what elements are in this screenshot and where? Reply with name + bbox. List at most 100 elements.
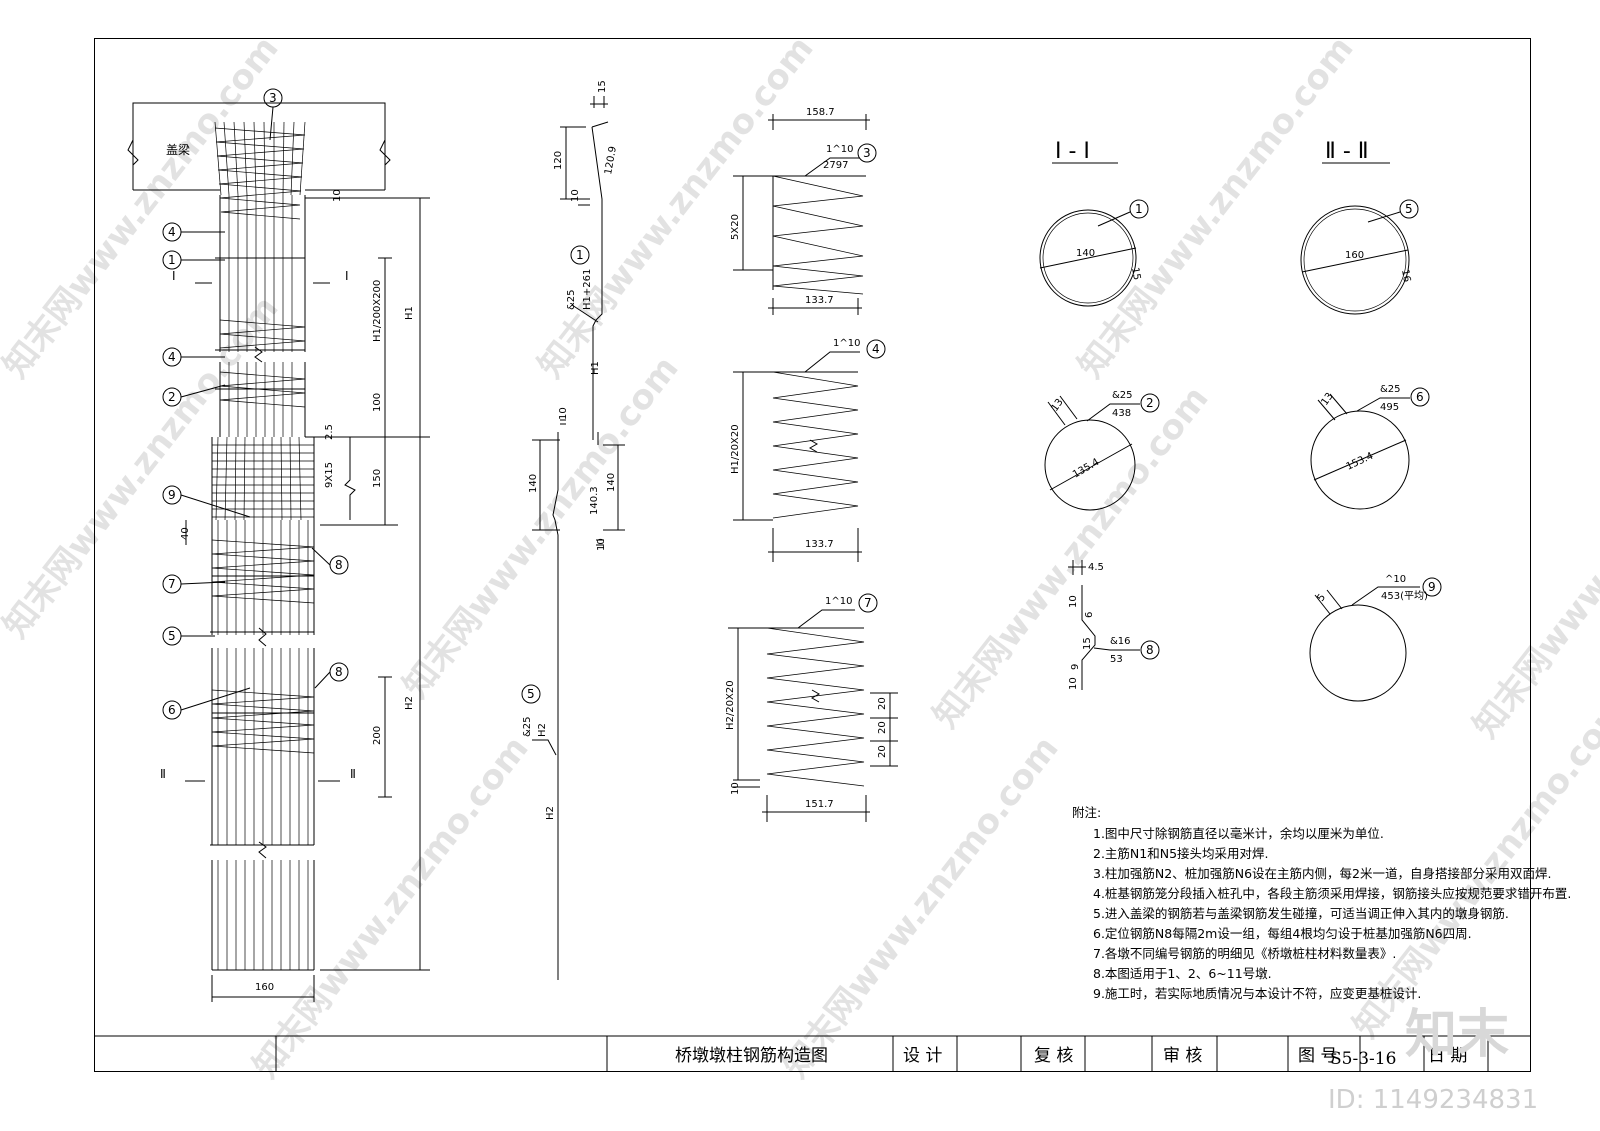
watermark-text: 知末网www.znzmo.com [1071, 29, 1362, 386]
n3-callout [857, 143, 877, 163]
svg-text:2: 2 [168, 390, 176, 404]
n8-d4-5: 4.5 [1088, 562, 1104, 573]
sec2-gap: 16 [1399, 269, 1412, 283]
note-7: 7.各墩不同编号钢筋的明细见《桥墩桩柱材料数量表》. [1093, 946, 1396, 961]
notes-block: 附注: 1.图中尺寸除钢筋直径以毫米计，余均以厘米为单位. 2.主筋N1和N5接… [1072, 805, 1571, 1001]
n5-d140-3: 140.3 [589, 486, 600, 515]
n2-spec: &25 [1112, 390, 1133, 401]
svg-text:4: 4 [168, 350, 176, 364]
n7-d20c: 20 [877, 745, 888, 758]
svg-text:知末: 知末 [1405, 1005, 1509, 1065]
n6-callout [1410, 387, 1430, 407]
watermark-text: 知末网www.znzmo.com [776, 729, 1067, 1086]
n1-d120: 120 [553, 151, 564, 170]
n7-spec: 1^10 [825, 596, 852, 607]
h2-dim: H2 [404, 696, 415, 710]
svg-text:7: 7 [864, 596, 872, 610]
n8-callout [1140, 640, 1160, 660]
callout-8b: 8 [329, 662, 349, 682]
width-dim: 160 [255, 982, 274, 993]
watermark-logo: 知末 ID: 1149234831 [1328, 1005, 1538, 1115]
section-mark-2-right: Ⅱ [350, 767, 356, 781]
n4-pitch: H1/20X20 [730, 424, 741, 474]
n3-pitch: 5X20 [730, 214, 741, 240]
svg-text:8: 8 [335, 558, 343, 572]
d2-5-dim: 2.5 [324, 424, 335, 440]
n5-d140b: 140 [606, 473, 617, 492]
callout-8: 8 [329, 555, 349, 575]
note-4: 4.桩基钢筋笼分段插入桩孔中，各段主筋须采用焊接，钢筋接头应按规范要求错开布置. [1093, 886, 1571, 901]
pier-elevation: 盖梁 [127, 88, 430, 1002]
bar-n1-detail: 15 120 120.9 10 1 &25 H1+261 H1 [553, 80, 619, 440]
d10-top-dim: 10 [332, 189, 343, 202]
note-6: 6.定位钢筋N8每隔2m设一组，每组4根均匀设于桩基加强筋N6四周. [1093, 926, 1472, 941]
note-8: 8.本图适用于1、2、6~11号墩. [1093, 966, 1272, 981]
sheet-border [94, 38, 1531, 1072]
n4-callout [866, 339, 886, 359]
callout-6: 6 [162, 700, 182, 720]
callout-7: 7 [162, 574, 182, 594]
svg-text:1: 1 [1135, 202, 1143, 216]
n5-d10b: 10 [596, 538, 607, 551]
section-1-1: Ⅰ - Ⅰ 140 1 15 [1039, 139, 1149, 307]
n6-length: 495 [1380, 402, 1399, 413]
section-1-title: Ⅰ - Ⅰ [1055, 139, 1090, 164]
svg-text:6: 6 [168, 703, 176, 717]
n8-d6: 6 [1084, 612, 1095, 618]
svg-text:8: 8 [335, 665, 343, 679]
n1-callout [570, 245, 590, 265]
n5-d140: 140 [528, 474, 539, 493]
svg-text:1: 1 [168, 253, 176, 267]
n8-d9: 9 [1070, 664, 1081, 670]
n1-d10: 10 [570, 189, 581, 202]
n8-length: 53 [1110, 654, 1123, 665]
watermark-text: 知末网www.znzmo.com [1466, 389, 1600, 746]
d200-dim: 200 [372, 726, 383, 745]
n2-length: 438 [1112, 408, 1131, 419]
spiral-n7: H2/20X20 10 20 20 20 151.7 1^10 7 [725, 593, 898, 822]
notes-title: 附注: [1072, 805, 1101, 820]
n8-d10a: 10 [1068, 595, 1079, 608]
d40-dim: 40 [180, 527, 191, 540]
n7-d20a: 20 [877, 697, 888, 710]
n3-spec: 1^10 [826, 144, 853, 155]
n7-callout [858, 593, 878, 613]
n2-dia: 135.4 [1071, 457, 1101, 481]
callout-3: 3 [263, 88, 283, 108]
watermark-text: 知末网www.znzmo.com [396, 349, 687, 706]
cap-beam-label: 盖梁 [166, 142, 190, 157]
date-label: 日 期 [1428, 1046, 1467, 1066]
n7-d20b: 20 [877, 721, 888, 734]
n6-dia: 153.4 [1345, 451, 1376, 473]
n7-bottom-dim: 151.7 [805, 799, 834, 810]
callout-5: 5 [162, 626, 182, 646]
drawing-no-label: 图 号 [1298, 1046, 1337, 1066]
section-mark-1-left: Ⅰ [172, 269, 176, 283]
n3-top-dim: 158.7 [806, 107, 835, 118]
n8-spec: &16 [1110, 636, 1131, 647]
callout-4b: 4 [162, 347, 182, 367]
n6-spec: &25 [1380, 384, 1401, 395]
svg-text:2: 2 [1146, 396, 1154, 410]
callout-2: 2 [162, 387, 182, 407]
svg-text:6: 6 [1416, 390, 1424, 404]
d100-dim: 100 [372, 393, 383, 412]
h1-dim: H1 [404, 306, 415, 320]
n1-length: H1+261 [582, 269, 593, 310]
spiral-n4: H1/20X20 133.7 1^10 4 [730, 338, 886, 562]
note-2: 2.主筋N1和N5接头均采用对焊. [1093, 846, 1269, 861]
d150-dim: 150 [372, 469, 383, 488]
svg-text:9: 9 [168, 488, 176, 502]
sec2-dia: 160 [1345, 250, 1364, 261]
n2-lap: 13 [1049, 397, 1065, 414]
callout-9: 9 [162, 485, 182, 505]
review-label: 审 核 [1163, 1046, 1202, 1066]
n5-callout [521, 684, 541, 704]
n5-d10: 10 [558, 407, 569, 420]
ring-n6: 153.4 &25 495 6 13 [1310, 384, 1430, 510]
n4-bottom-dim: 133.7 [805, 539, 834, 550]
n1-d120-9: 120.9 [603, 145, 619, 175]
n1-spec: &25 [566, 289, 577, 310]
drawing-title: 桥墩墩柱钢筋构造图 [675, 1046, 828, 1066]
